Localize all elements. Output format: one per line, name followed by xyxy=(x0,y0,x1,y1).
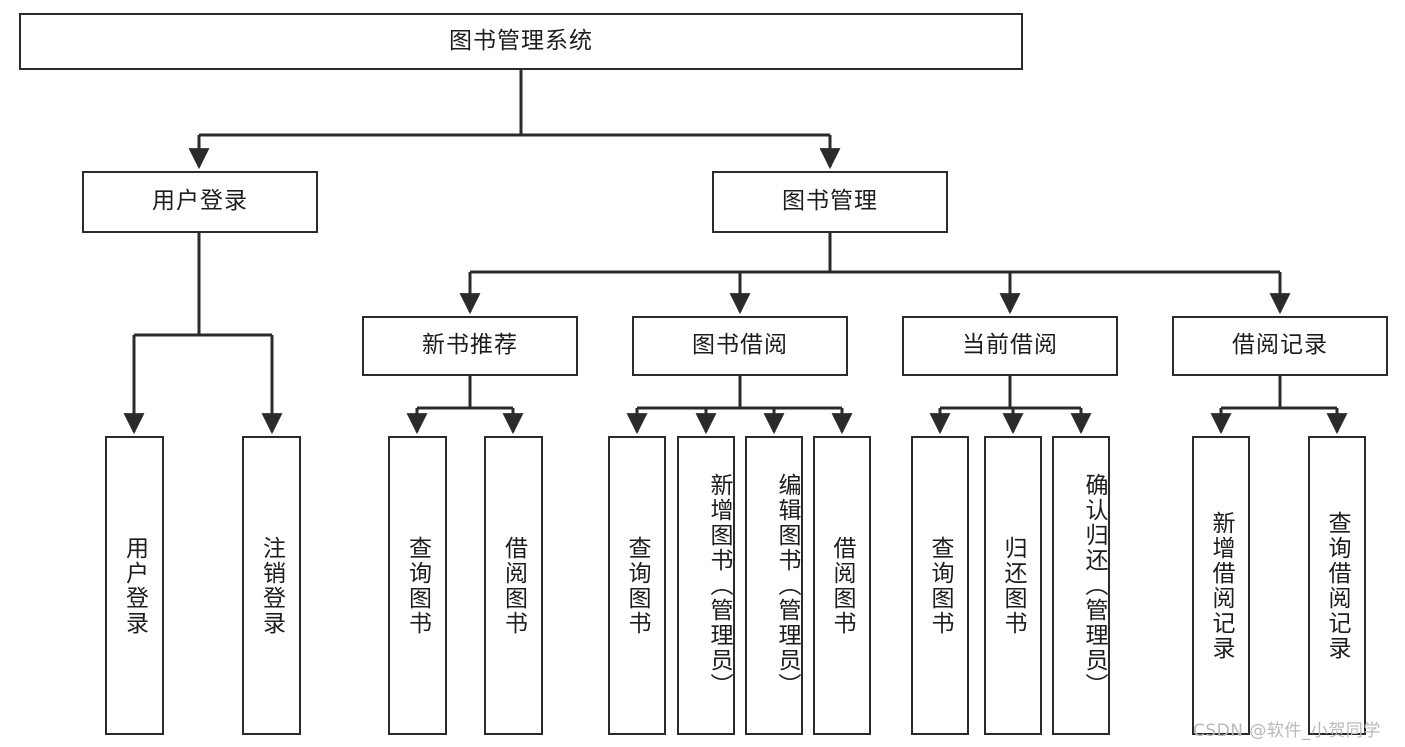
node-leaf-query-book-recommend[interactable]: 查询图书 xyxy=(388,436,447,735)
node-borrow-record[interactable]: 借阅记录 xyxy=(1172,316,1388,376)
node-leaf-user-login[interactable]: 用户登录 xyxy=(105,436,164,735)
node-new-book-recommend[interactable]: 新书推荐 xyxy=(362,316,578,376)
node-leaf-edit-book[interactable]: 编辑图书（管理员） xyxy=(745,436,803,735)
node-leaf-logout[interactable]: 注销登录 xyxy=(242,436,301,735)
node-book-manage[interactable]: 图书管理 xyxy=(712,171,948,233)
node-book-borrow[interactable]: 图书借阅 xyxy=(632,316,848,376)
node-leaf-query-borrow-record[interactable]: 查询借阅记录 xyxy=(1308,436,1366,735)
csdn-watermark: CSDN @软件_小贺同学 xyxy=(1193,721,1381,741)
node-user-login[interactable]: 用户登录 xyxy=(82,171,318,233)
node-leaf-add-book[interactable]: 新增图书（管理员） xyxy=(677,436,735,735)
node-leaf-borrow-book-recommend[interactable]: 借阅图书 xyxy=(484,436,543,735)
node-leaf-add-borrow-record[interactable]: 新增借阅记录 xyxy=(1192,436,1250,735)
node-leaf-query-book-current[interactable]: 查询图书 xyxy=(911,436,969,735)
node-leaf-query-book-borrow[interactable]: 查询图书 xyxy=(608,436,666,735)
node-current-borrow[interactable]: 当前借阅 xyxy=(902,316,1118,376)
node-leaf-confirm-return[interactable]: 确认归还（管理员） xyxy=(1052,436,1110,735)
node-root[interactable]: 图书管理系统 xyxy=(19,13,1023,70)
node-leaf-borrow-book-borrow[interactable]: 借阅图书 xyxy=(813,436,871,735)
node-leaf-return-book[interactable]: 归还图书 xyxy=(984,436,1042,735)
